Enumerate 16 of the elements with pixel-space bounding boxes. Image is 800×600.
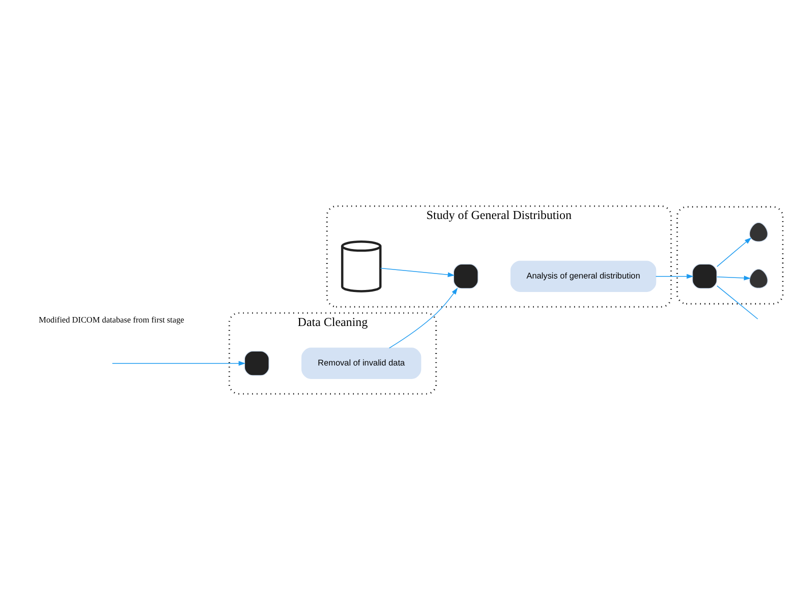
arrow [112,360,246,366]
arrow [380,268,455,278]
node-person [749,268,768,289]
arrow [388,288,458,348]
node-box: Analysis of general distribution [510,260,656,292]
node-box [692,264,718,289]
node-box: Removal of invalid data [301,348,422,379]
connector [716,285,758,320]
arrow [655,274,694,279]
node-box [453,264,478,289]
arrow [716,237,752,267]
node-box [244,350,270,376]
arrow [716,276,751,280]
cluster [676,206,784,305]
label: Modified DICOM database from first stage [38,316,184,325]
node-person [749,222,768,242]
